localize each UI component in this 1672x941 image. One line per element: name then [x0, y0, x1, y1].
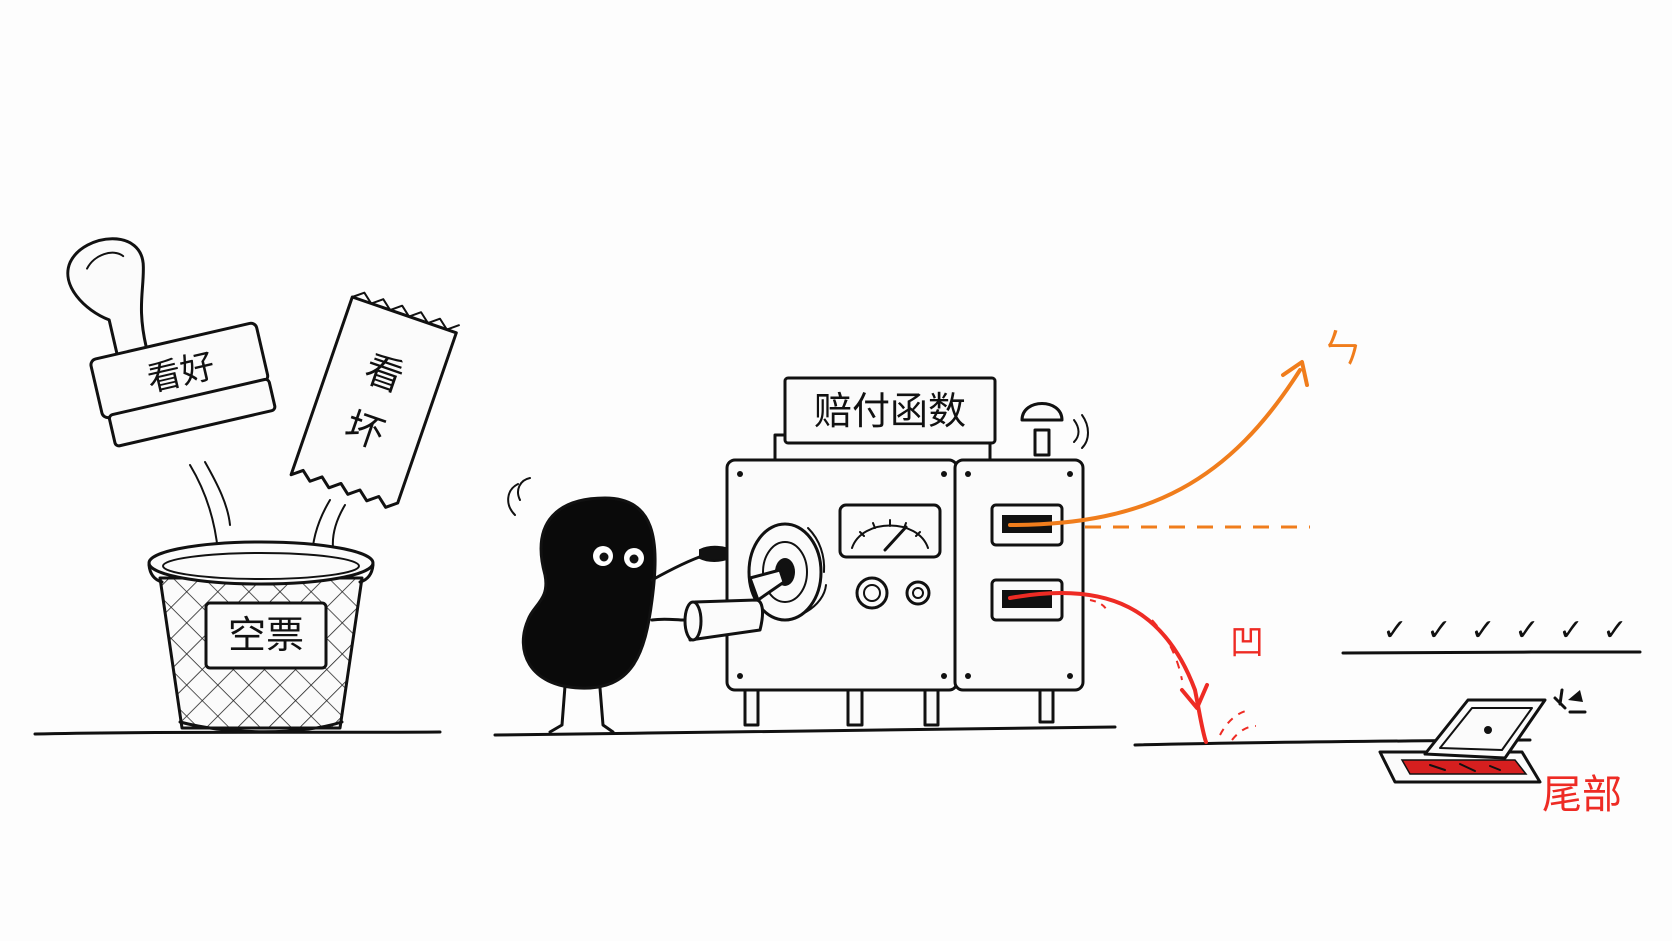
stamp: 看好: [66, 237, 277, 448]
orange-step-glyph: ㄣ: [1322, 326, 1362, 372]
rivets: [737, 471, 1073, 679]
check-mark: ✓: [1558, 613, 1583, 648]
ground-lines: [33, 725, 1532, 747]
check-mark: ✓: [1514, 613, 1539, 648]
waste-bin: 空票: [147, 540, 375, 734]
ticket: 看 坏: [289, 291, 460, 509]
machine-sign-label: 赔付函数: [814, 389, 966, 433]
check-marks-row: ✓ ✓ ✓ ✓ ✓ ✓: [1341, 613, 1642, 655]
red-step-glyph: 凹: [1230, 623, 1264, 663]
check-mark: ✓: [1426, 613, 1451, 648]
bin-label: 空票: [228, 613, 304, 657]
check-mark: ✓: [1602, 613, 1627, 648]
check-marks: ✓ ✓ ✓ ✓ ✓ ✓: [1382, 613, 1627, 648]
check-mark: ✓: [1382, 613, 1407, 648]
tail-device: 尾部: [1378, 688, 1622, 818]
tail-label: 尾部: [1542, 772, 1622, 818]
payoff-machine: 赔付函数: [683, 376, 1089, 727]
red-payoff-path: 凹: [1008, 590, 1264, 744]
orange-payoff-path: ㄣ: [1008, 326, 1362, 529]
check-mark: ✓: [1470, 613, 1495, 648]
